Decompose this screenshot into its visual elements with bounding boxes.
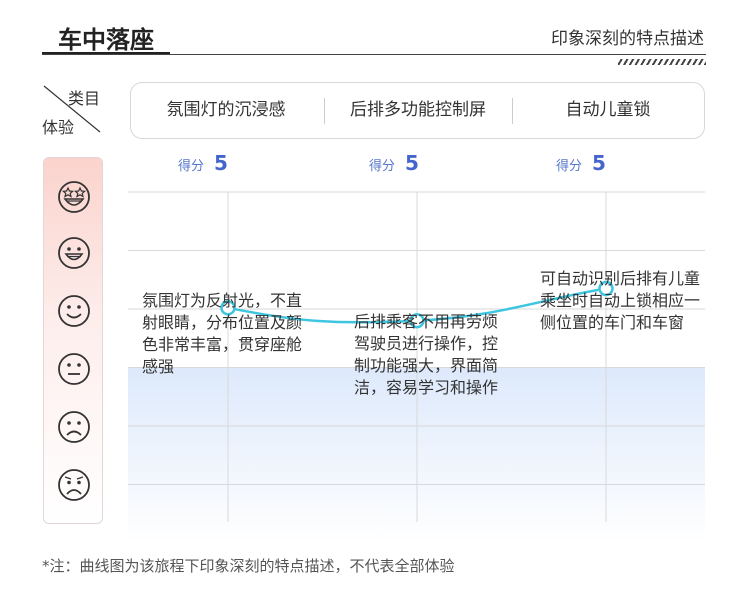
- category-header-box: 氛围灯的沉浸感 后排多功能控制屏 自动儿童锁: [130, 82, 705, 139]
- score-value-1: 5: [405, 151, 419, 175]
- score-value-0: 5: [214, 151, 228, 175]
- score-1: 得分 5: [369, 151, 419, 175]
- score-value-2: 5: [592, 151, 606, 175]
- page-title: 车中落座: [58, 26, 154, 54]
- neutral-face-icon: [58, 353, 90, 385]
- title-underline: [42, 52, 170, 55]
- title-rule: [42, 54, 706, 55]
- grinning-face-icon: [58, 237, 90, 269]
- category-separator: [324, 98, 325, 124]
- description-1: 后排乘客不用再劳烦驾驶员进行操作，控制功能强大，界面简洁，容易学习和操作: [354, 312, 499, 397]
- emoji-scale-column: [43, 157, 103, 524]
- corner-diagonal: [43, 85, 101, 133]
- corner-experience-label: 体验: [42, 118, 75, 137]
- description-0: 氛围灯为反射光，不直射眼睛，分布位置及颜色非常丰富，贯穿座舱感强: [142, 291, 303, 376]
- frowning-face-icon: [58, 411, 90, 443]
- score-label: 得分: [556, 159, 583, 174]
- corner-category-label: 类目: [68, 89, 101, 108]
- category-separator: [512, 98, 513, 124]
- score-0: 得分 5: [178, 151, 228, 175]
- smiling-face-icon: [58, 295, 90, 327]
- page-subtitle: 印象深刻的特点描述: [551, 29, 704, 49]
- data-point-2: [598, 280, 614, 297]
- data-point-0: [220, 300, 236, 316]
- hatch-decoration: [618, 59, 706, 65]
- corner-header: 类目 体验: [42, 84, 102, 137]
- score-2: 得分 5: [556, 151, 606, 175]
- score-label: 得分: [178, 159, 205, 174]
- star-struck-face-icon: [58, 181, 90, 213]
- footnote: *注：曲线图为该旅程下印象深刻的特点描述，不代表全部体验: [42, 557, 455, 575]
- category-label-1: 后排多功能控制屏: [350, 100, 486, 120]
- category-label-2: 自动儿童锁: [565, 100, 651, 120]
- anguished-face-icon: [58, 469, 90, 501]
- score-label: 得分: [369, 159, 396, 174]
- description-2: 可自动识别后排有儿童乘坐时自动上锁相应一侧位置的车门和车窗: [540, 269, 701, 332]
- category-label-0: 氛围灯的沉浸感: [166, 100, 286, 120]
- data-point-1: [409, 312, 425, 329]
